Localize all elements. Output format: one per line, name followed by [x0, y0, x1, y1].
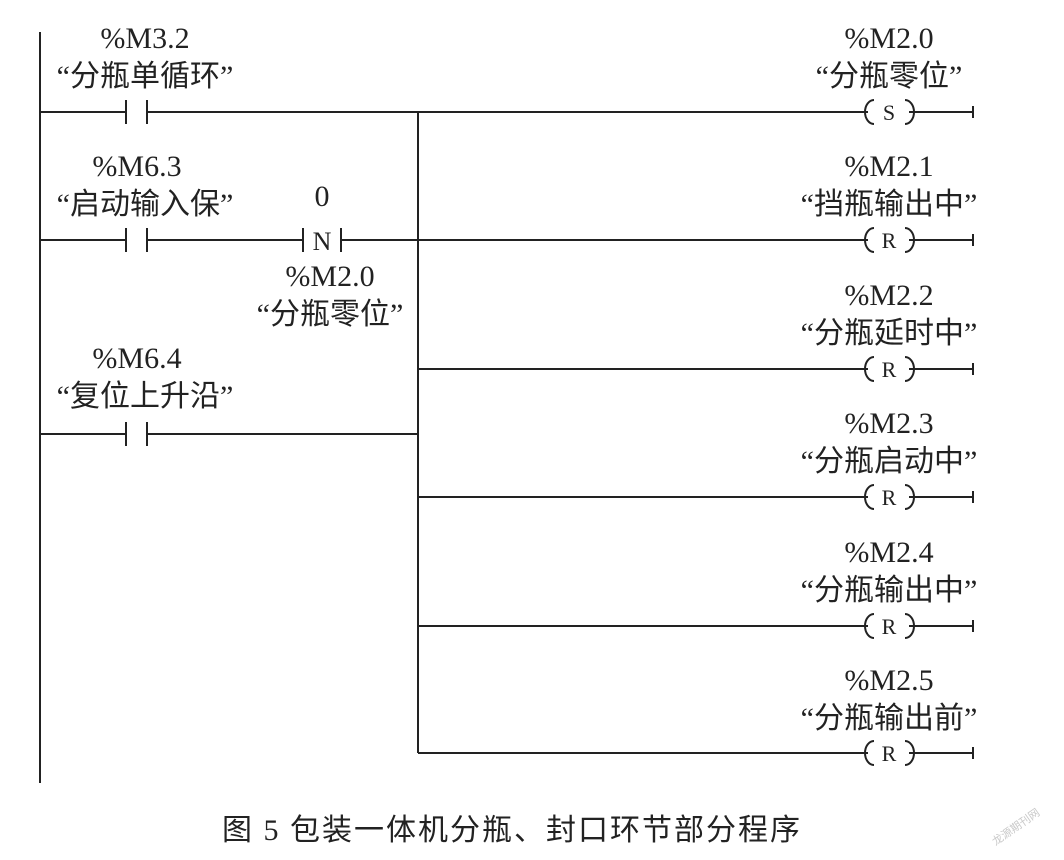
edge-value: 0	[315, 180, 330, 213]
negative-edge-contact: N 0 %M2.0 “分瓶零位”	[257, 180, 404, 331]
edge-symbol: N	[313, 227, 332, 256]
contact-tag: “分瓶单循环”	[57, 60, 234, 93]
coil-m2-3: R %M2.3 “分瓶启动中”	[801, 407, 978, 510]
contact-address: %M3.2	[100, 22, 189, 55]
contact-address: %M6.3	[92, 150, 181, 183]
figure-caption: 图 5 包装一体机分瓶、封口环节部分程序	[222, 814, 802, 847]
coil-m2-1: R %M2.1 “挡瓶输出中”	[801, 150, 978, 253]
coil-m2-0: S %M2.0 “分瓶零位”	[816, 22, 974, 125]
contact-m6-4: %M6.4 “复位上升沿”	[57, 342, 234, 446]
watermark: 龙源期刊网	[989, 805, 1042, 848]
contact-m3-2: %M3.2 “分瓶单循环”	[57, 22, 234, 124]
coil-m2-5: R %M2.5 “分瓶输出前”	[801, 664, 978, 766]
coil-m2-4: R %M2.4 “分瓶输出中”	[801, 536, 978, 639]
coil-type: R	[882, 228, 897, 253]
contact-tag: “复位上升沿”	[57, 380, 234, 413]
contact-address: %M6.4	[92, 342, 181, 375]
rung-wiring	[40, 111, 868, 754]
coil-tag: “分瓶启动中”	[801, 445, 978, 478]
coil-type: S	[883, 100, 895, 125]
coil-tag: “挡瓶输出中”	[801, 188, 978, 221]
coil-type: R	[882, 357, 897, 382]
coil-type: R	[882, 614, 897, 639]
coil-tag: “分瓶延时中”	[801, 317, 978, 350]
coil-m2-2: R %M2.2 “分瓶延时中”	[801, 279, 978, 382]
coil-tag: “分瓶输出中”	[801, 574, 978, 607]
coil-type: R	[882, 485, 897, 510]
coil-address: %M2.5	[844, 664, 933, 697]
coil-tag: “分瓶零位”	[816, 60, 963, 93]
coil-address: %M2.3	[844, 407, 933, 440]
contact-m6-3: %M6.3 “启动输入保”	[57, 150, 234, 252]
coil-address: %M2.1	[844, 150, 933, 183]
coil-type: R	[882, 741, 897, 766]
coil-tag: “分瓶输出前”	[801, 702, 978, 735]
coil-address: %M2.2	[844, 279, 933, 312]
coil-address: %M2.4	[844, 536, 933, 569]
coil-address: %M2.0	[844, 22, 933, 55]
edge-tag: “分瓶零位”	[257, 298, 404, 331]
edge-address: %M2.0	[285, 260, 374, 293]
contact-tag: “启动输入保”	[57, 188, 234, 221]
